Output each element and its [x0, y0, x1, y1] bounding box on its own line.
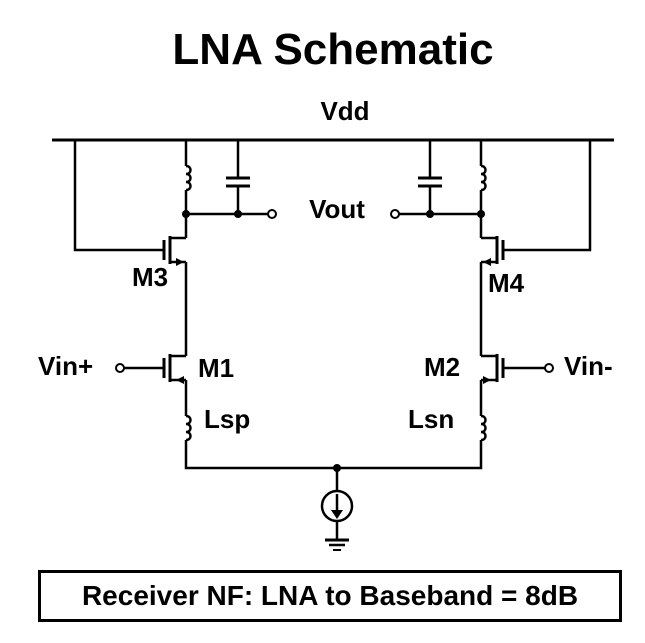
right-output-junction — [477, 210, 485, 218]
right-capacitor-icon — [418, 176, 442, 188]
ground-icon — [325, 538, 349, 551]
vin-plus-terminal — [115, 363, 125, 373]
left-capacitor-icon — [226, 176, 250, 188]
page-title: LNA Schematic — [172, 25, 493, 74]
lsp-inductor-icon — [185, 414, 192, 442]
m4-label: M4 — [488, 268, 525, 298]
m3-bias-wire — [73, 140, 160, 252]
lsn-label: Lsn — [408, 404, 454, 434]
m1-transistor-icon — [162, 354, 186, 384]
m1-label: M1 — [198, 353, 234, 383]
lsn-inductor-icon — [480, 414, 487, 442]
lsp-label: Lsp — [204, 404, 250, 434]
vout-right-terminal — [390, 209, 400, 219]
caption-box: Receiver NF: LNA to Baseband = 8dB — [38, 570, 622, 622]
caption-text: Receiver NF: LNA to Baseband = 8dB — [81, 580, 579, 611]
right-cap-junction — [426, 210, 434, 218]
m2-label: M2 — [424, 352, 460, 382]
lsp-to-tail-wire — [184, 440, 337, 470]
vin-plus-label: Vin+ — [38, 351, 93, 381]
right-load-inductor-icon — [480, 164, 487, 192]
tail-junction — [333, 464, 341, 472]
m2-transistor-icon — [481, 354, 505, 384]
vdd-label: Vdd — [320, 96, 369, 126]
vin-minus-terminal — [544, 363, 554, 373]
left-load-inductor-icon — [185, 164, 192, 192]
m4-bias-wire — [504, 140, 592, 252]
current-source-icon — [320, 489, 354, 523]
m3-transistor-icon — [160, 214, 188, 266]
vout-label: Vout — [309, 194, 365, 224]
left-cap-junction — [234, 210, 242, 218]
m3-label: M3 — [132, 262, 168, 292]
vin-minus-label: Vin- — [564, 351, 613, 381]
lsn-to-tail-wire — [337, 440, 483, 470]
vout-left-terminal — [267, 209, 277, 219]
left-output-junction — [182, 210, 190, 218]
m4-transistor-icon — [479, 214, 505, 266]
